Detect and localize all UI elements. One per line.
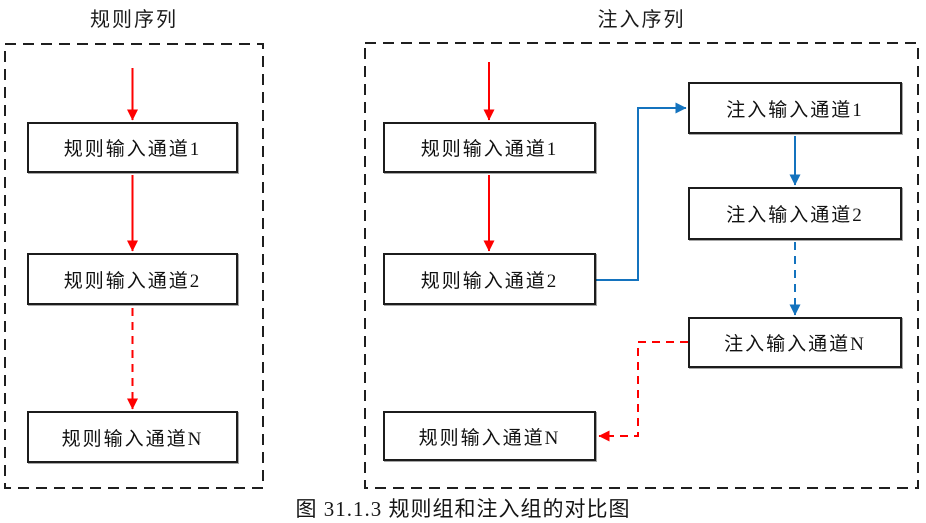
rule-seq-channel-n-box: 规则输入通道N [27,411,238,463]
inj-seq-injection-channel-2-box: 注入输入通道2 [688,187,902,240]
inj-seq-injection-channel-n-box: 注入输入通道N [688,317,902,368]
inj-seq-rule-channel-1-box: 规则输入通道1 [383,122,596,173]
inj-seq-injection-channel-1-box: 注入输入通道1 [688,82,902,134]
inj-return-elbow-injN-to-ruleN-dashed [598,341,688,442]
inj-seq-rule-channel-2-box: 规则输入通道2 [383,253,596,305]
inj-seq-rule-channel-n-box: 规则输入通道N [383,411,596,461]
rule-seq-channel-2-box: 规则输入通道2 [27,253,238,305]
inj-elbow-rule2-to-inj1 [596,102,687,281]
rule-seq-channel-1-box: 规则输入通道1 [27,122,238,173]
figure-caption: 图 31.1.3 规则组和注入组的对比图 [295,497,631,521]
injection-sequence-title: 注入序列 [597,9,686,31]
rule-sequence-title: 规则序列 [90,9,178,31]
